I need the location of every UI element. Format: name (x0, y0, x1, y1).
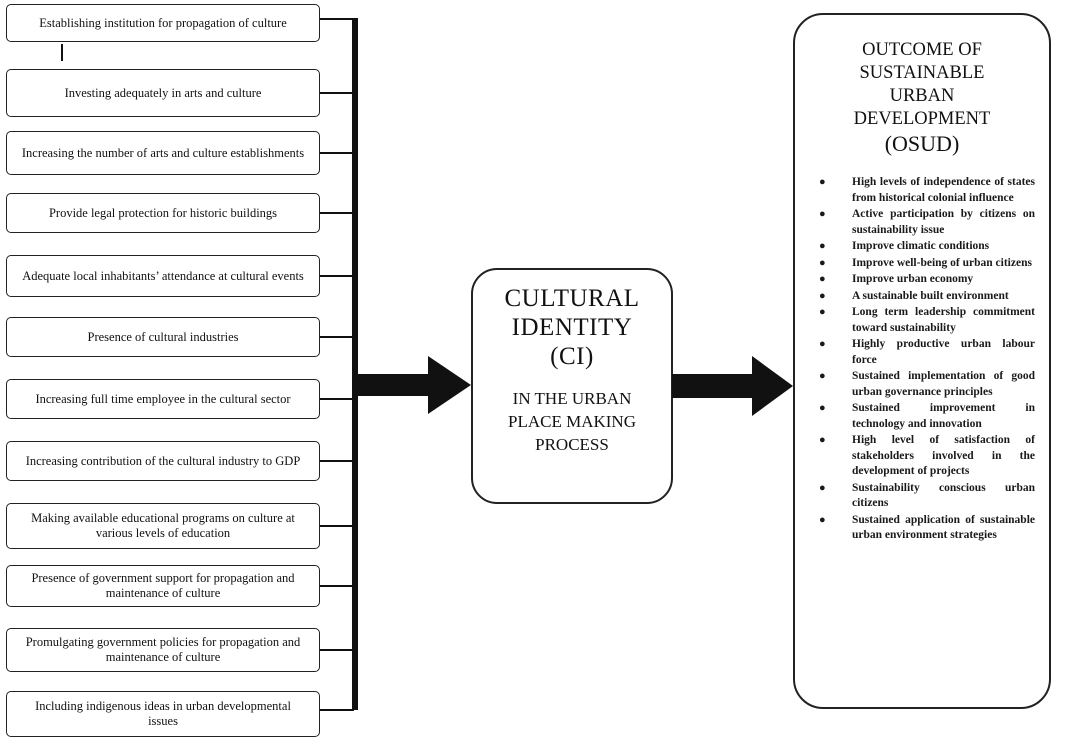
outcome-item: ● High level of satisfaction of stakehold… (795, 433, 1035, 480)
bullet-icon: ● (819, 289, 826, 302)
arrow-shape (672, 356, 793, 416)
ci-sub-line: PLACE MAKING (508, 412, 636, 431)
factor-box-8: Increasing contribution of the cultural … (6, 441, 320, 481)
outcome-title: OUTCOME OF SUSTAINABLE URBAN DEVELOPMENT (795, 39, 1049, 131)
outcome-item-text: Sustained application of sustainable urb… (852, 513, 1035, 542)
outcome-item: ● Sustained implementation of good urban … (795, 369, 1035, 400)
outcome-title-line: SUSTAINABLE (859, 63, 985, 83)
connector-line-6 (320, 336, 354, 338)
connector-line-5 (320, 275, 354, 277)
arrow-shape (354, 356, 471, 414)
outcome-item: ● High levels of independence of states f… (795, 175, 1035, 206)
outcome-item: ● Active participation by citizens on sus… (795, 207, 1035, 238)
outcome-item-text: Improve climatic conditions (852, 240, 990, 252)
factor-label: Adequate local inhabitants’ attendance a… (22, 268, 304, 283)
factor-box-9: Making available educational programs on… (6, 503, 320, 549)
bullet-icon: ● (819, 240, 826, 252)
outcome-item-text: Highly productive urban labour force (852, 338, 1035, 366)
outcome-item-text: Improve urban economy (852, 273, 974, 285)
factor-box-11: Promulgating government policies for pro… (6, 628, 320, 672)
outcome-item-text: High levels of independence of states fr… (852, 176, 1035, 204)
factor-label: Presence of government support for propa… (31, 571, 295, 600)
ci-title-line: CULTURAL (504, 285, 640, 312)
ci-sub-line: IN THE URBAN (512, 389, 632, 408)
cultural-identity-title: CULTURAL IDENTITY (CI) (473, 284, 671, 371)
bullet-icon: ● (819, 434, 826, 446)
factor-box-3: Increasing the number of arts and cultur… (6, 131, 320, 175)
bullet-icon: ● (819, 338, 826, 350)
outcome-item: ● Improve climatic conditions (795, 239, 1035, 255)
outcome-item-text: Long term leadership commitment toward s… (852, 306, 1035, 334)
outcome-item: ● Highly productive urban labour force (795, 337, 1035, 368)
outcome-abbreviation: (OSUD) (884, 131, 960, 156)
connector-line-8 (320, 460, 354, 462)
connector-line-1 (320, 18, 354, 20)
factor-box-1: Establishing institution for propagation… (6, 4, 320, 42)
outcome-title-line: URBAN (889, 86, 955, 106)
factor-label: Increasing the number of arts and cultur… (21, 145, 305, 160)
arrow-to-cultural-identity (354, 356, 471, 414)
outcome-title-line: DEVELOPMENT (853, 109, 991, 129)
connector-line-4 (320, 212, 354, 214)
outcome-box: OUTCOME OF SUSTAINABLE URBAN DEVELOPMENT… (793, 13, 1051, 709)
outcome-item: ● Sustained application of sustainable ur… (795, 513, 1035, 544)
factor-box-4: Provide legal protection for historic bu… (6, 193, 320, 233)
outcome-item-text: A sustainable built environment (852, 289, 1009, 302)
outcome-item: ● A sustainable built environment (795, 289, 1035, 305)
factor-box-12: Including indigenous ideas in urban deve… (6, 691, 320, 737)
connector-line-2 (320, 92, 354, 94)
connector-line-11 (320, 649, 354, 651)
connector-line-12 (320, 709, 354, 711)
bullet-icon: ● (819, 370, 826, 382)
bullet-icon: ● (819, 208, 826, 220)
ci-sub-line: PROCESS (535, 435, 609, 454)
cultural-identity-subtitle: IN THE URBAN PLACE MAKING PROCESS (473, 387, 671, 456)
bullet-icon: ● (819, 273, 826, 285)
outcome-item: ● Long term leadership commitment toward … (795, 305, 1035, 336)
factor-label: Investing adequately in arts and culture (64, 85, 262, 100)
outcome-item-text: High level of satisfaction of stakeholde… (852, 434, 1035, 477)
bullet-icon: ● (819, 481, 826, 494)
factor-label: Increasing full time employee in the cul… (35, 391, 291, 406)
outcome-title-line: OUTCOME OF (862, 40, 982, 60)
arrow-to-outcome (672, 356, 793, 416)
factor-label: Including indigenous ideas in urban deve… (35, 699, 291, 728)
outcome-item: ● Improve well-being of urban citizens (795, 256, 1035, 272)
connector-line-7 (320, 398, 354, 400)
bullet-icon: ● (819, 256, 826, 269)
factor-box-7: Increasing full time employee in the cul… (6, 379, 320, 419)
bullet-icon: ● (819, 306, 826, 318)
factor-label: Making available educational programs on… (31, 511, 295, 540)
stray-tick-mark (61, 44, 63, 61)
outcome-item-text: Sustained implementation of good urban g… (852, 370, 1035, 398)
outcome-list: ● High levels of independence of states f… (795, 175, 1049, 544)
factor-label: Promulgating government policies for pro… (25, 635, 301, 664)
outcome-item: ● Sustainability conscious urban citizens (795, 481, 1035, 512)
bullet-icon: ● (819, 176, 826, 188)
factor-label: Provide legal protection for historic bu… (48, 205, 278, 220)
connector-line-3 (320, 152, 354, 154)
outcome-item: ● Improve urban economy (795, 272, 1035, 288)
factor-box-5: Adequate local inhabitants’ attendance a… (6, 255, 320, 297)
vertical-bus-bar (352, 18, 358, 710)
bullet-icon: ● (819, 513, 826, 526)
ci-title-line: IDENTITY (511, 314, 633, 341)
connector-line-10 (320, 585, 354, 587)
outcome-item: ● Sustained improvement in technology and… (795, 401, 1035, 432)
factor-box-6: Presence of cultural industries (6, 317, 320, 357)
connector-line-9 (320, 525, 354, 527)
factor-label: Increasing contribution of the cultural … (25, 453, 301, 468)
ci-title-line: (CI) (550, 343, 594, 370)
outcome-item-text: Improve well-being of urban citizens (852, 256, 1032, 269)
outcome-item-text: Sustainability conscious urban citizens (852, 481, 1035, 510)
factor-box-2: Investing adequately in arts and culture (6, 69, 320, 117)
bullet-icon: ● (819, 402, 826, 414)
outcome-item-text: Sustained improvement in technology and … (852, 402, 1035, 430)
factor-label: Presence of cultural industries (87, 329, 239, 344)
factor-label: Establishing institution for propagation… (39, 15, 287, 30)
cultural-identity-box: CULTURAL IDENTITY (CI) IN THE URBAN PLAC… (471, 268, 673, 504)
outcome-item-text: Active participation by citizens on sust… (852, 208, 1035, 236)
factor-box-10: Presence of government support for propa… (6, 565, 320, 607)
